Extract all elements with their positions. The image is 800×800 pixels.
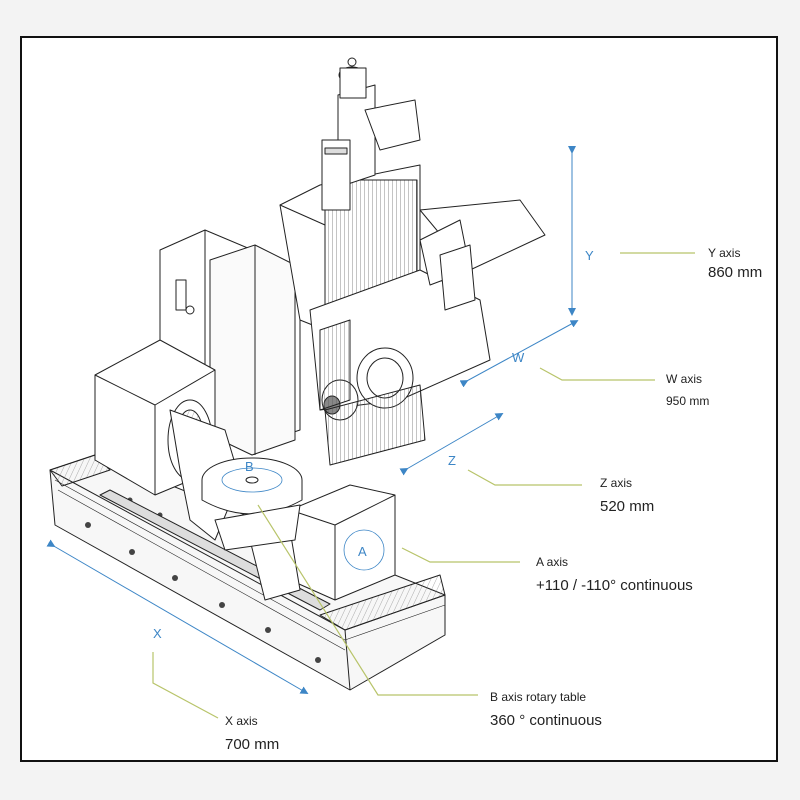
- w-axis-label: W axis 950 mm: [666, 372, 709, 408]
- z-axis-label: Z axis 520 mm: [600, 476, 654, 515]
- x-axis-value: 700 mm: [225, 736, 280, 753]
- z-axis-letter: Z: [448, 453, 456, 468]
- w-axis-letter: W: [512, 350, 525, 365]
- z-leader: [467, 469, 582, 486]
- leader-lines: [152, 252, 695, 719]
- x-axis-label: X axis 700 mm: [225, 714, 279, 753]
- axis-arrows: [46, 146, 579, 695]
- z-axis-arrow: [399, 412, 504, 476]
- y-axis-label: Y axis 860 mm: [708, 246, 762, 281]
- y-axis-value: 860 mm: [708, 264, 763, 281]
- w-axis-arrow: [459, 320, 579, 388]
- w-axis-title: W axis: [666, 372, 702, 386]
- b-axis-value: 360 ° continuous: [490, 712, 602, 729]
- b-leader: [257, 504, 478, 696]
- a-axis-label: A axis +110 / -110° continuous: [536, 555, 693, 594]
- a-leader: [401, 547, 520, 563]
- w-leader: [539, 367, 655, 381]
- z-axis-title: Z axis: [600, 476, 633, 490]
- y-axis-letter: Y: [585, 248, 594, 263]
- b-axis-letter: B: [245, 459, 254, 474]
- b-axis-label: B axis rotary table 360 ° continuous: [490, 690, 602, 729]
- b-axis-title: B axis rotary table: [490, 690, 587, 704]
- machine-line-art: [49, 57, 546, 691]
- y-axis-title: Y axis: [708, 246, 741, 260]
- a-axis-letter: A: [358, 544, 367, 559]
- a-axis-title: A axis: [536, 555, 569, 569]
- a-axis-value: +110 / -110° continuous: [536, 577, 693, 594]
- x-axis-title: X axis: [225, 714, 258, 728]
- x-axis-letter: X: [153, 626, 162, 641]
- x-leader: [152, 652, 219, 719]
- z-axis-value: 520 mm: [600, 498, 655, 515]
- x-axis-arrow: [46, 539, 309, 695]
- w-axis-value: 950 mm: [666, 394, 710, 408]
